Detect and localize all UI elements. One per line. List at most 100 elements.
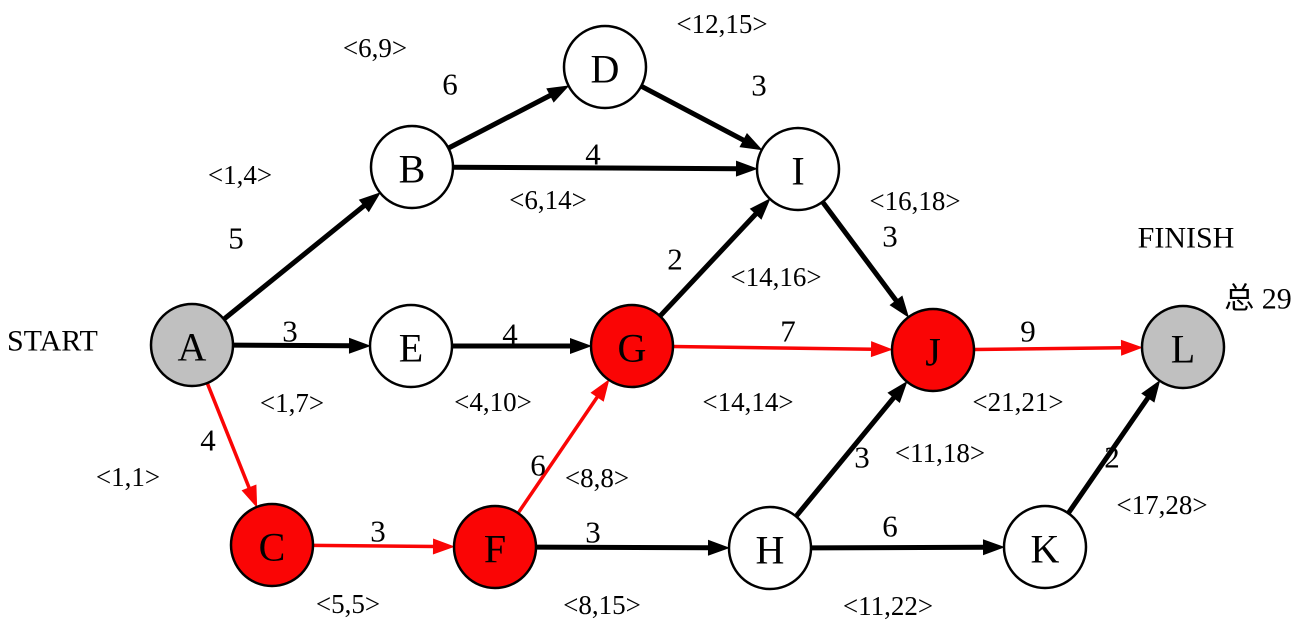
node-B: B — [369, 124, 455, 210]
edge-time-window-label: <1,1> — [96, 462, 160, 492]
edge-time-window-label: <16,18> — [869, 186, 960, 216]
edge-weight-label: 6 — [442, 67, 458, 102]
edge-time-window-label: <1,7> — [260, 388, 324, 418]
edge-F-G: 6<8,8> — [516, 379, 629, 515]
edge-time-window-label: <8,15> — [563, 590, 641, 620]
node-circle — [890, 307, 976, 393]
edge-B-I: 4 <6,14> — [452, 137, 759, 215]
edge-G-J: 7<14,14> — [672, 314, 894, 417]
arrowhead-icon — [570, 338, 592, 354]
edge-B-D: 6 <6,9> — [343, 33, 570, 151]
edge-weight-label: 4 — [585, 137, 601, 172]
node-I: I — [755, 126, 841, 212]
edge-A-B: 5 <1,4> — [208, 160, 381, 322]
node-circle — [589, 303, 675, 389]
node-circle — [727, 505, 813, 591]
arrowhead-icon — [432, 538, 456, 555]
node-label: A — [178, 325, 207, 370]
node-circle — [369, 124, 455, 210]
edge-line — [222, 202, 367, 322]
edge-line — [810, 544, 986, 551]
edge-time-window-label: <14,14> — [702, 387, 793, 417]
node-J: J — [890, 307, 976, 393]
node-circle — [229, 502, 315, 588]
edge-time-window-label: <6,14> — [509, 185, 587, 215]
edge-time-window-label: <8,8> — [565, 463, 629, 493]
edge-weight-label: 4 — [200, 423, 216, 458]
edge-time-window-label: <21,21> — [972, 387, 1063, 417]
edge-line — [452, 164, 739, 172]
edge-J-L: 9<21,21> — [972, 314, 1144, 417]
edge-A-E: 3 <1,7> — [232, 314, 372, 418]
node-label: K — [1031, 527, 1060, 572]
edge-weight-label: 3 — [370, 514, 386, 549]
node-K: K — [1002, 504, 1088, 590]
edge-time-window-label: <6,9> — [343, 33, 407, 63]
edge-H-J: 3<11,18> — [794, 380, 985, 518]
edge-K-L: 2<17,28> — [1066, 379, 1208, 520]
edge-time-window-label: <1,4> — [208, 160, 272, 190]
edge-line — [312, 543, 436, 549]
edge-time-window-label: <12,15> — [676, 9, 767, 39]
edges-layer: 5 <1,4> 3 <1,7> 4 <1,1> 6 <6,9> 4 <6,14> 3 <12,15> 4… — [96, 9, 1208, 621]
arrowhead-icon — [546, 85, 570, 103]
node-label: J — [925, 330, 941, 375]
edge-time-window-label: <14,16> — [730, 262, 821, 292]
total-duration-label: 总 29 — [1224, 283, 1292, 316]
edge-weight-label: 5 — [228, 221, 244, 256]
edge-line — [820, 200, 900, 304]
arrowhead-icon — [889, 295, 910, 318]
arrowhead-icon — [870, 341, 894, 358]
edge-line — [672, 344, 874, 351]
edge-weight-label: 2 — [1104, 440, 1120, 475]
node-A: A — [149, 302, 235, 388]
node-C: C — [229, 502, 315, 588]
finish-label: FINISH — [1138, 222, 1235, 255]
edge-D-I: 3 <12,15> — [640, 9, 768, 151]
node-G: G — [589, 303, 675, 389]
edge-I-J: 3<16,18> — [820, 186, 961, 318]
node-label: B — [399, 147, 426, 192]
node-H: H — [727, 505, 813, 591]
arrowhead-icon — [358, 192, 381, 213]
arrowhead-icon — [707, 539, 731, 556]
arrowhead-icon — [749, 198, 771, 220]
node-circle — [452, 504, 538, 590]
edge-line — [1066, 394, 1151, 515]
edge-weight-label: 3 — [282, 314, 298, 349]
edge-time-window-label: <11,18> — [895, 438, 985, 468]
arrowhead-icon — [590, 379, 610, 402]
node-circle — [562, 24, 648, 110]
edge-weight-label: 3 — [751, 68, 767, 103]
node-label: G — [618, 326, 647, 371]
node-label: L — [1171, 327, 1195, 372]
node-circle — [755, 126, 841, 212]
edge-weight-label: 6 — [882, 509, 898, 544]
edge-weight-label: 3 — [882, 219, 898, 254]
arrowhead-icon — [982, 539, 1006, 556]
node-label: H — [756, 528, 785, 573]
node-label: I — [791, 149, 804, 194]
edge-line — [973, 345, 1124, 352]
edge-H-K: 6<11,22> — [810, 509, 1006, 621]
arrowhead-icon — [1120, 339, 1144, 356]
edge-time-window-label: <5,5> — [316, 589, 380, 619]
node-F: F — [452, 504, 538, 590]
node-label: F — [484, 527, 506, 572]
node-E: E — [368, 303, 454, 389]
edge-weight-label: 2 — [667, 242, 683, 277]
node-label: E — [399, 326, 423, 371]
edge-E-G: 4<4,10> — [452, 317, 592, 417]
edge-A-C: 4 <1,1> — [96, 382, 258, 508]
edge-line — [232, 342, 352, 349]
node-circle — [149, 302, 235, 388]
arrowhead-icon — [1141, 379, 1161, 403]
node-label: C — [259, 525, 286, 570]
start-label: START — [7, 325, 98, 358]
node-circle — [1140, 304, 1226, 390]
edge-G-I: 2 <14,16> — [658, 198, 822, 318]
arrowhead-icon — [241, 484, 258, 508]
node-circle — [1002, 504, 1088, 590]
